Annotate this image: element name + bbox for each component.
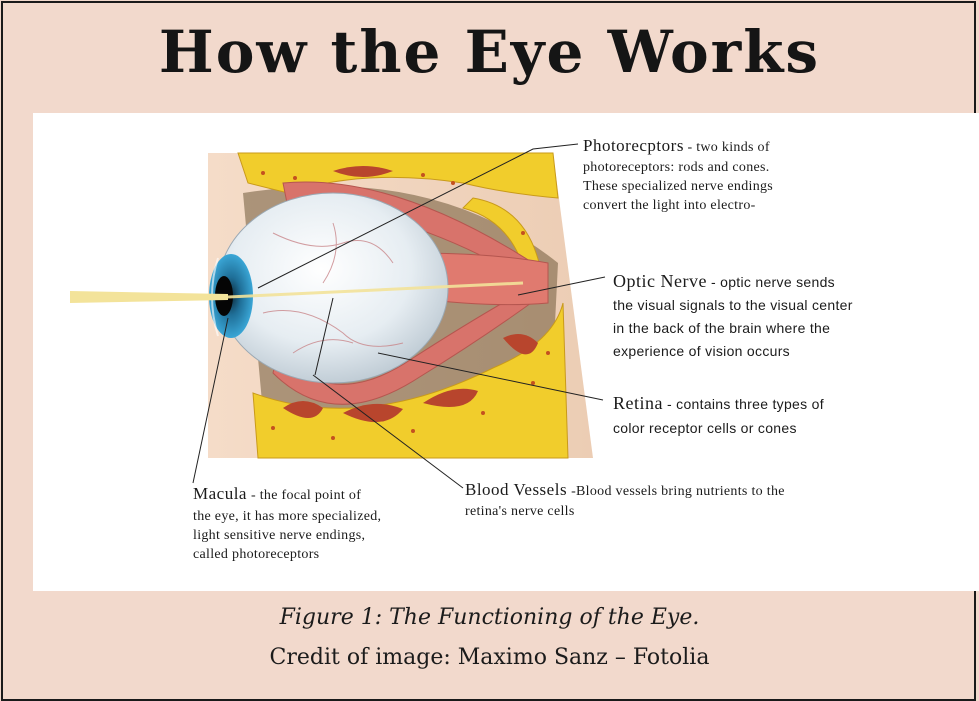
optic-nerve-line-1: - optic nerve sends (711, 274, 835, 290)
photoreceptors-title: Photorecptors (583, 136, 684, 155)
photoreceptors-line-4: convert the light into electro- (583, 196, 943, 215)
retina-line-2: color receptor cells or cones (613, 417, 973, 440)
page-title: How the Eye Works (0, 18, 979, 86)
optic-nerve-line-4: experience of vision occurs (613, 340, 973, 363)
image-credit: Credit of image: Maximo Sanz – Fotolia (0, 645, 979, 670)
diagram-panel: Photorecptors - two kinds of photorecept… (33, 113, 979, 591)
photoreceptors-line-3: These specialized nerve endings (583, 177, 943, 196)
macula-line-3: light sensitive nerve endings, (193, 526, 463, 545)
photoreceptors-line-1: - two kinds of (687, 140, 769, 155)
blood-vessels-title: Blood Vessels (465, 480, 567, 499)
retina-line-1: - contains three types of (667, 396, 824, 412)
blood-vessels-label: Blood Vessels -Blood vessels bring nutri… (465, 479, 925, 521)
retina-title: Retina (613, 393, 663, 413)
macula-title: Macula (193, 484, 247, 503)
optic-nerve-title: Optic Nerve (613, 271, 707, 291)
light-beam (70, 291, 228, 303)
macula-line-4: called photoreceptors (193, 545, 463, 564)
optic-nerve-label: Optic Nerve - optic nerve sends the visu… (613, 270, 973, 363)
optic-nerve-line-3: in the back of the brain where the (613, 317, 973, 340)
photoreceptors-line-2: photoreceptors: rods and cones. (583, 158, 943, 177)
retina-label: Retina - contains three types of color r… (613, 391, 973, 440)
optic-nerve-line-2: the visual signals to the visual center (613, 294, 973, 317)
macula-line-2: the eye, it has more specialized, (193, 507, 463, 526)
photoreceptors-label: Photorecptors - two kinds of photorecept… (583, 136, 943, 215)
figure-caption: Figure 1: The Functioning of the Eye. (0, 605, 979, 630)
macula-label: Macula - the focal point of the eye, it … (193, 483, 463, 564)
blood-vessels-line-1: -Blood vessels bring nutrients to the (571, 484, 785, 499)
macula-line-1: - the focal point of (251, 488, 361, 503)
blood-vessels-line-2: retina's nerve cells (465, 503, 925, 521)
